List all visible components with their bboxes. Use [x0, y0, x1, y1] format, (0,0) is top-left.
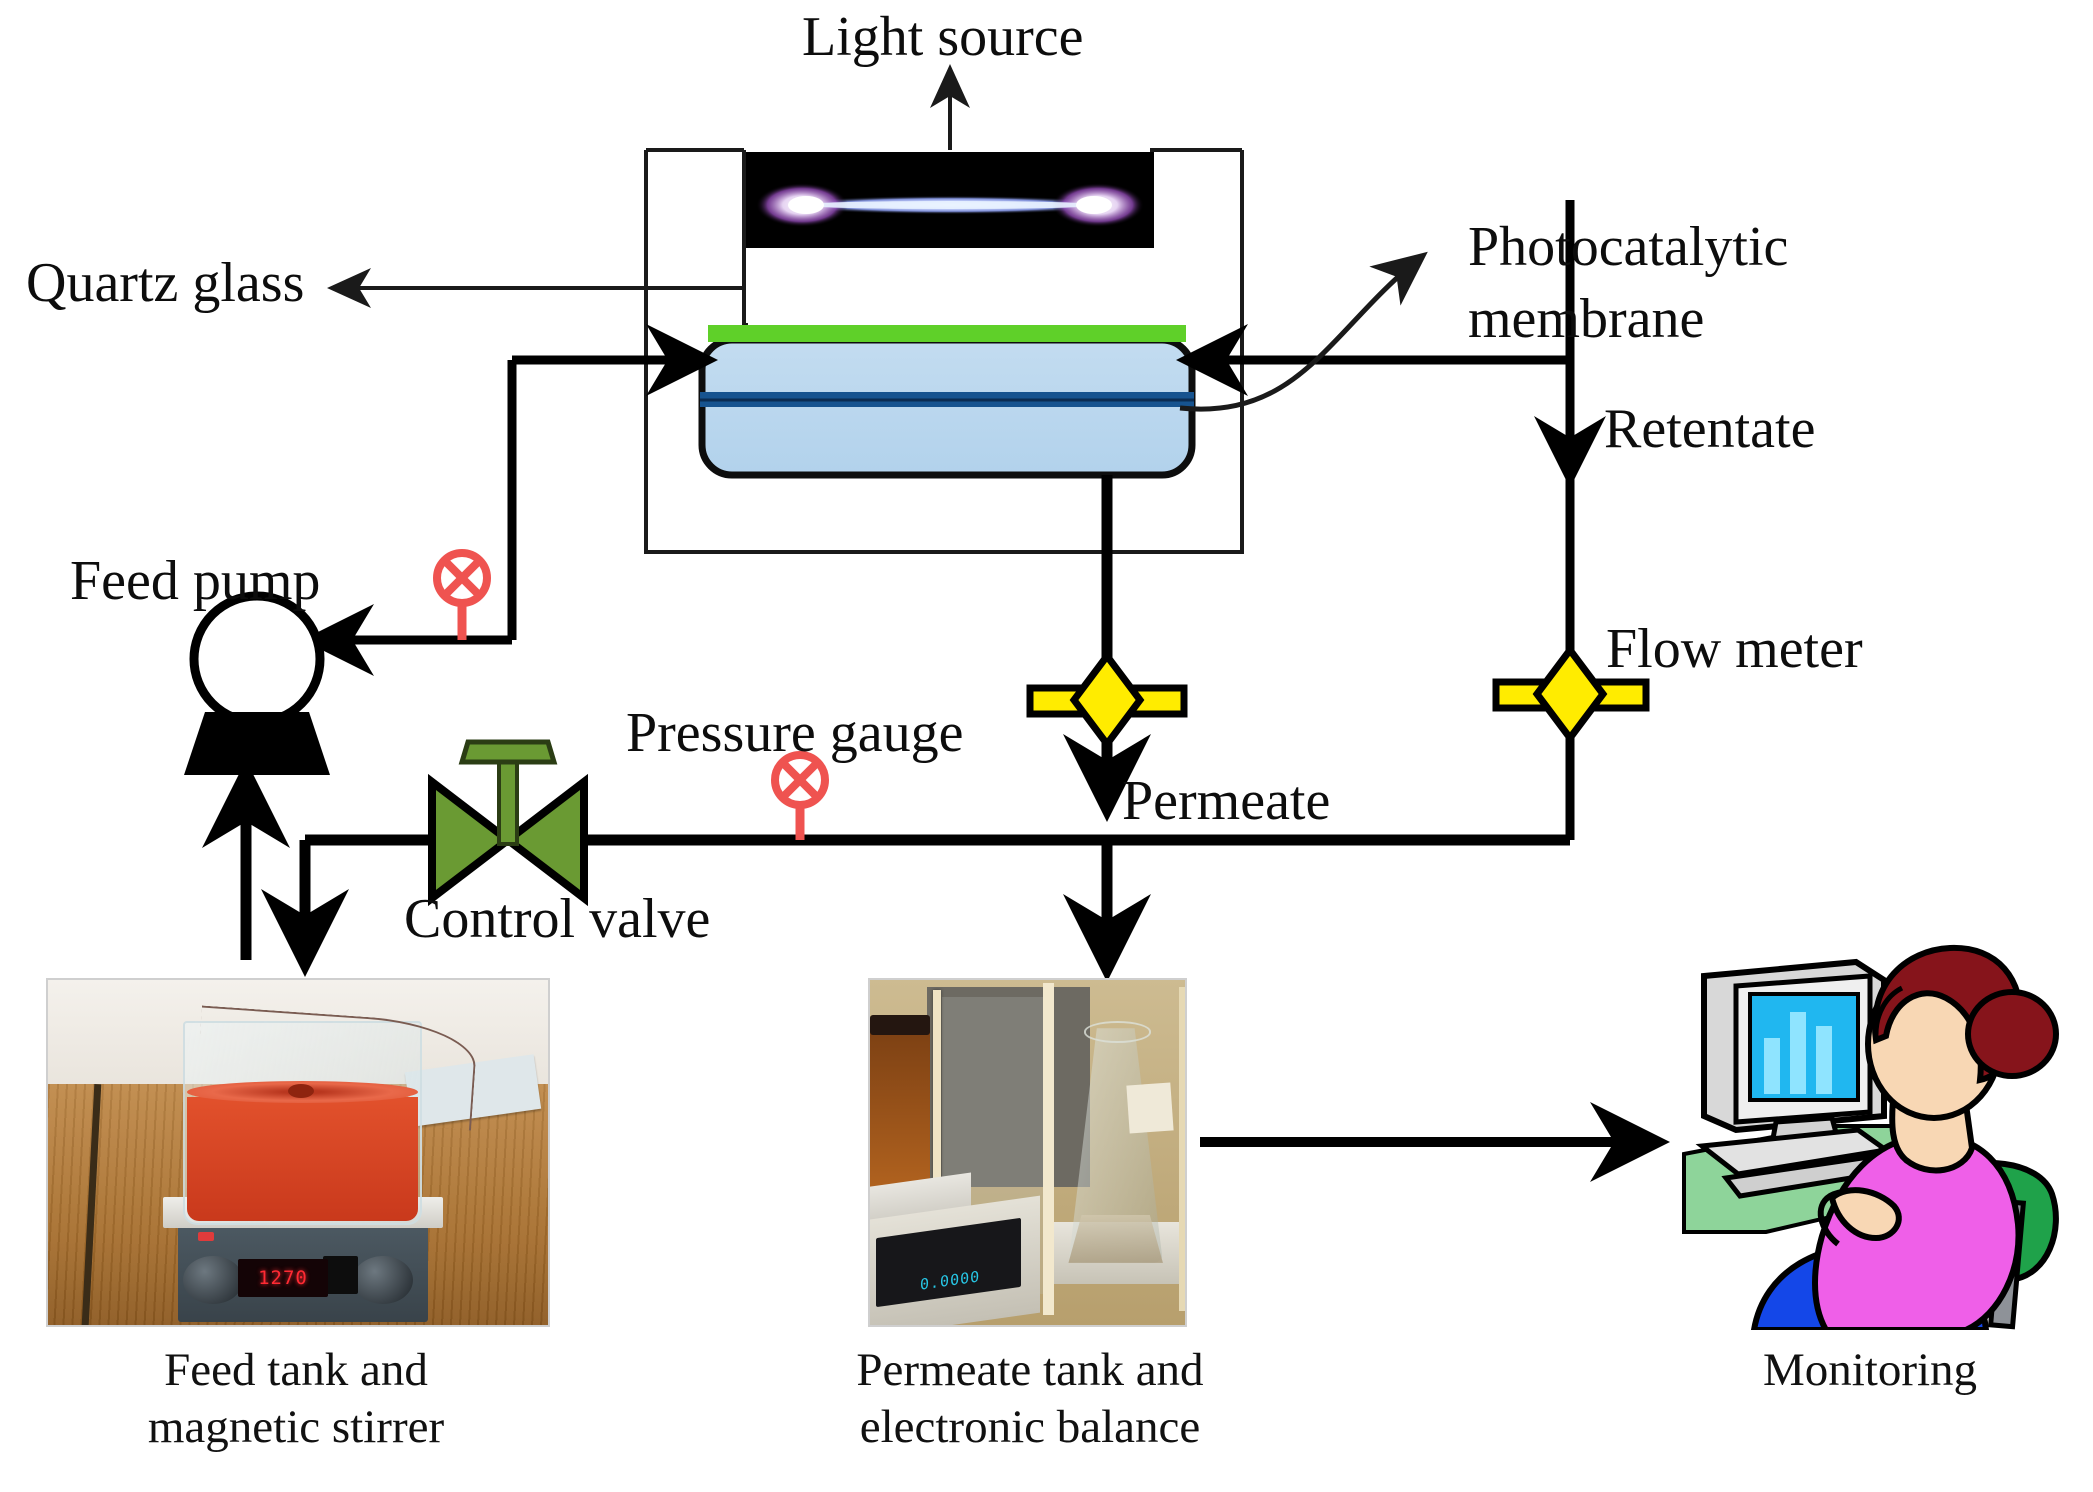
person-torso — [1812, 1132, 2022, 1330]
control-valve-icon — [428, 739, 588, 907]
caption-permeate-tank: Permeate tank and electronic balance — [800, 1342, 1260, 1457]
reactor-housing — [644, 148, 1244, 554]
stirrer-display-value: 1270 — [258, 1267, 308, 1290]
pressure-gauge-lower-icon — [771, 751, 829, 840]
screen-bar-3 — [1816, 1026, 1832, 1094]
monitoring-clipart — [1682, 944, 2059, 1330]
label-retentate: Retentate — [1604, 398, 1816, 460]
permeate-tank-photo: 0.0000 — [868, 978, 1187, 1327]
label-permeate: Permeate — [1122, 770, 1331, 832]
label-feed-pump: Feed pump — [70, 550, 321, 612]
quartz-glass-strip — [708, 325, 1186, 342]
flow-meter-permeate-icon — [1026, 650, 1188, 750]
feed-pump-icon — [184, 591, 330, 775]
caption-feed-tank: Feed tank and magnetic stirrer — [26, 1342, 566, 1457]
label-light-source: Light source — [802, 6, 1084, 68]
stirrer-display: 1270 — [238, 1259, 328, 1298]
caption-permeate-tank-line1: Permeate tank and — [856, 1344, 1204, 1396]
label-quartz-glass: Quartz glass — [26, 252, 305, 314]
label-photocatalytic-membrane-line2: membrane — [1468, 288, 1705, 350]
screen-bar-1 — [1764, 1038, 1780, 1094]
feed-inlet-line — [507, 324, 718, 406]
person-hair-bun — [1965, 989, 2059, 1079]
label-flow-meter: Flow meter — [1606, 618, 1863, 680]
caption-permeate-tank-line2: electronic balance — [859, 1401, 1201, 1454]
caption-monitoring: Monitoring — [1762, 1344, 1978, 1396]
caption-feed-tank-line2: magnetic stirrer — [147, 1401, 445, 1454]
screen-bar-2 — [1790, 1012, 1806, 1094]
membrane-module — [698, 325, 1196, 479]
label-pressure-gauge: Pressure gauge — [626, 702, 964, 764]
uv-lamp-image — [746, 152, 1154, 248]
quartz-glass-leader — [327, 268, 748, 327]
caption-feed-tank-line1: Feed tank and — [164, 1344, 428, 1396]
photocatalytic-membrane-leader — [1179, 251, 1428, 412]
label-photocatalytic-membrane-line1: Photocatalytic — [1468, 216, 1789, 278]
feed-tank-photo: 1270 — [46, 978, 550, 1327]
person-hand — [1828, 1187, 1902, 1242]
label-control-valve: Control valve — [404, 888, 711, 950]
photocatalytic-membrane-line — [700, 392, 1194, 407]
pressure-gauge-upper-icon — [433, 549, 491, 640]
